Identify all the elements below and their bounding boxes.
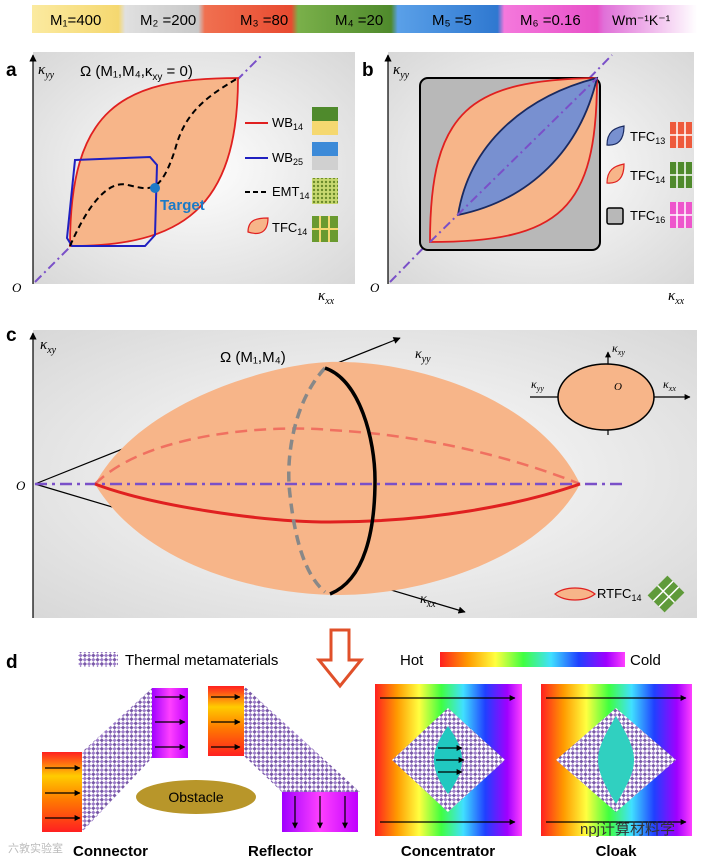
inset-kxy-label: κxy: [612, 341, 625, 357]
panel-a-target-label: Target: [160, 197, 205, 214]
left-watermark: 六敦实验室: [8, 841, 63, 855]
panel-a-wb25-swatch-top: [312, 142, 338, 156]
panel-b-y-label: κyy: [393, 62, 410, 81]
panel-a-legend-tfc14-icon: [247, 217, 269, 235]
panel-c-back-ellipse-edge: [287, 366, 327, 594]
panel-a-legend-emt14: EMT14: [272, 184, 309, 201]
metamaterial-swatch: [78, 652, 118, 667]
metamaterial-label: Thermal metamaterials: [125, 652, 278, 669]
panel-c-rtfc14-volume: [95, 361, 580, 595]
panel-b-origin: O: [370, 280, 380, 295]
legend-m3: M₃ =80: [240, 12, 288, 29]
cloak-core: [598, 716, 634, 804]
panel-b-tfc13-swatch: [670, 122, 692, 148]
panel-c-inset: κxy κyy κxx O: [530, 341, 691, 435]
legend-m4: M₄ =20: [335, 12, 383, 29]
legend-unit: Wm⁻¹K⁻¹: [612, 12, 671, 28]
connector-label: Connector: [73, 843, 148, 860]
panel-c-lower-solid-curve: [94, 482, 581, 524]
panel-b-tfc14-swatch: [670, 162, 692, 188]
obstacle-shape: [136, 780, 256, 814]
panel-a-legend-tfc14: TFC14: [272, 220, 307, 237]
panel-a-wb25-curve: [65, 155, 159, 247]
reflector-device: Reflector: [208, 686, 360, 860]
panel-b: b κyy O κxx TFC13 TFC14 TFC16: [362, 52, 694, 307]
connector-metamaterial: [82, 688, 152, 832]
down-arrow-icon: [315, 628, 365, 689]
panel-c-letter: c: [6, 325, 17, 346]
panel-c-kxx-label: κxx: [420, 592, 436, 610]
panel-a-wb14-swatch-top: [312, 107, 338, 121]
npj-watermark: npj计算材料学: [580, 820, 675, 838]
panel-a-title: Ω (M₁,M₄,κxy = 0): [80, 63, 193, 83]
panel-a-legend-wb25: WB25: [272, 150, 303, 167]
legend-m1: M₁=400: [50, 12, 101, 29]
panel-c-legend: RTFC14: [554, 575, 685, 613]
panel-c: c κxy O κyy κxx Ω (M₁,M₄) κxy κyy κxx O …: [6, 325, 697, 618]
panel-b-legend-tfc14: TFC14: [630, 168, 665, 185]
inset-kxx-label: κxx: [663, 377, 676, 393]
panel-b-tfc16-swatch: [670, 202, 692, 228]
panel-c-kyy-label: κyy: [415, 347, 431, 365]
panel-c-y-label: κxy: [40, 337, 57, 356]
obstacle-label: Obstacle: [168, 789, 223, 805]
connector-device: Connector: [42, 688, 188, 860]
panel-d-letter: d: [6, 652, 18, 673]
panel-b-legend-tfc13-icon: [606, 125, 625, 146]
connector-hot-source: [42, 752, 82, 832]
reflector-metamaterial: [244, 686, 360, 792]
panel-a-legend-wb14: WB14: [272, 115, 303, 132]
rtfc14-swatch: [647, 575, 685, 613]
panel-b-legend-tfc14-icon: [606, 163, 625, 184]
panel-b-legend-tfc16-icon: [606, 207, 624, 225]
panel-a-tfc14-swatch: [312, 216, 338, 242]
panel-c-upper-dashed-curve: [94, 427, 581, 486]
cold-label: Cold: [630, 652, 661, 669]
legend-m5: M₅ =5: [432, 12, 472, 29]
rtfc14-legend-icon: [554, 587, 596, 601]
panel-a-target-point: [150, 183, 160, 193]
conductivity-gradient-bar: [32, 5, 697, 33]
panel-b-x-label: κxx: [668, 288, 685, 307]
inset-origin: O: [614, 381, 622, 393]
panel-b-legend-tfc16: TFC16: [630, 208, 665, 225]
panel-a-emt14-swatch: [312, 178, 338, 204]
panel-c-origin: O: [16, 478, 26, 493]
panel-a-wb14-swatch-bottom: [312, 121, 338, 135]
inset-kyy-label: κyy: [531, 377, 544, 393]
material-legend-bar: M₁=400 M₂ =200 M₃ =80 M₄ =20 M₅ =5 M₆ =0…: [32, 5, 697, 33]
legend-m2: M₂ =200: [140, 12, 196, 29]
panel-c-front-ellipse-edge: [324, 366, 377, 596]
panel-a-letter: a: [6, 60, 17, 81]
legend-m6: M₆ =0.16: [520, 12, 581, 29]
concentrator-label: Concentrator: [401, 843, 495, 860]
panel-c-title: Ω (M₁,M₄): [220, 349, 286, 366]
panel-a: a κyy O κxx Ω (M₁,M₄,κxy = 0) Target WB1…: [6, 52, 355, 307]
temperature-colorbar: [440, 652, 625, 667]
panel-a-y-label: κyy: [38, 62, 55, 81]
panel-d: d Thermal metamaterials Hot Cold Connect…: [6, 652, 692, 860]
panel-a-wb25-swatch-bottom: [312, 156, 338, 170]
cloak-label: Cloak: [596, 843, 638, 860]
panel-a-emt14-curve: [69, 77, 239, 247]
panel-b-letter: b: [362, 60, 374, 81]
cloak-device: Cloak: [541, 684, 692, 860]
concentrator-device: Concentrator: [375, 684, 522, 860]
panel-b-diagonal-overlay: [429, 77, 598, 243]
panel-a-x-label: κxx: [318, 288, 335, 307]
panel-a-origin: O: [12, 280, 22, 295]
panel-b-legend-tfc13: TFC13: [630, 129, 665, 146]
rtfc14-legend-label: RTFC14: [597, 586, 641, 603]
reflector-label: Reflector: [248, 843, 313, 860]
inset-ellipse: [557, 363, 655, 431]
hot-label: Hot: [400, 652, 424, 669]
